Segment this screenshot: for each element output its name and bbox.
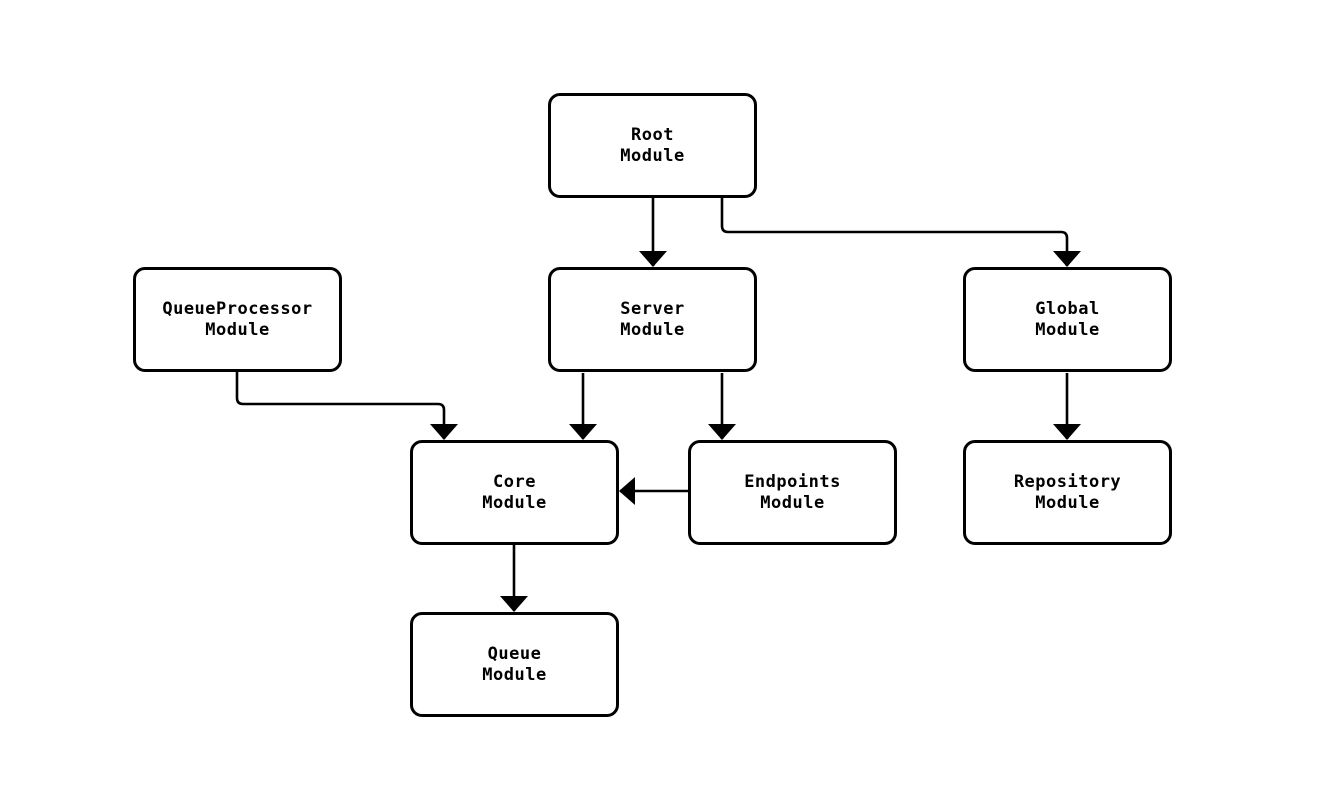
node-queue-processor: QueueProcessor Module bbox=[133, 267, 342, 372]
node-queue: Queue Module bbox=[410, 612, 619, 717]
node-repository: Repository Module bbox=[963, 440, 1172, 545]
node-core: Core Module bbox=[410, 440, 619, 545]
node-global: Global Module bbox=[963, 267, 1172, 372]
node-server: Server Module bbox=[548, 267, 757, 372]
edge-queue-processor-to-core bbox=[235, 372, 458, 440]
node-endpoints: Endpoints Module bbox=[688, 440, 897, 545]
node-root: Root Module bbox=[548, 93, 757, 198]
edge-root-to-global bbox=[720, 198, 1081, 267]
